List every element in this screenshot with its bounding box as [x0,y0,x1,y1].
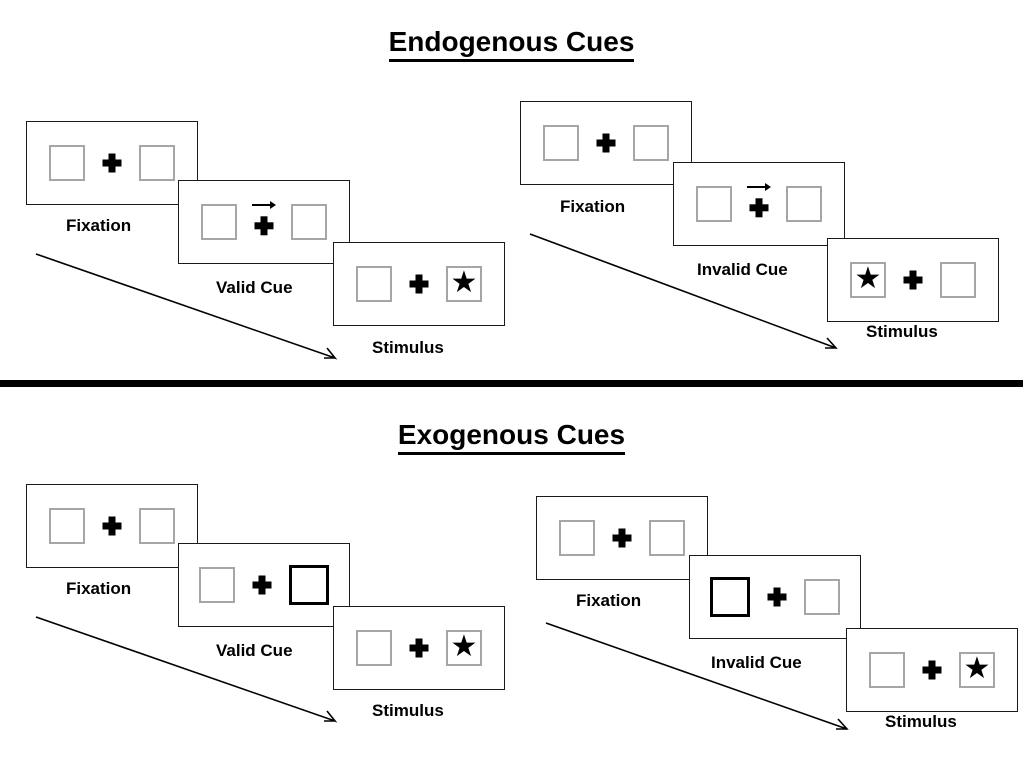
right-box [633,125,669,161]
fixation-cross-icon [767,587,787,607]
caption-exogenous-invalid-fixation: Fixation [576,591,642,610]
fixation-cross-icon [903,270,923,290]
fixation-cross-icon [596,133,616,153]
endogenous-valid-frame-stimulus: ★ [333,242,505,326]
right-box [649,520,685,556]
fixation-cross-column [746,182,772,226]
left-box [696,186,732,222]
right-box [940,262,976,298]
section-title-endogenous-text: Endogenous Cues [388,26,635,62]
caption-endogenous-invalid-fixation: Fixation [560,197,626,216]
fixation-cross-icon [612,528,632,548]
fixation-cross-column [99,141,125,185]
caption-endogenous-invalid-cue: Invalid Cue [697,260,788,279]
exogenous-valid-frame-fixation [26,484,198,568]
left-box [869,652,905,688]
fixation-cross-icon [102,516,122,536]
caption-endogenous-valid-stimulus: Stimulus [372,338,444,357]
caption-exogenous-valid-stimulus: Stimulus [372,701,444,720]
endogenous-valid-frame-cue [178,180,350,264]
exogenous-invalid-time-arrow [545,622,849,730]
star-target-icon: ★ [450,266,478,299]
section-title-endogenous: Endogenous Cues [0,26,1023,62]
right-box [139,508,175,544]
right-box [804,579,840,615]
fixation-cross-icon [749,198,769,218]
star-target-icon: ★ [963,652,991,685]
fixation-cross-column [251,200,277,244]
fixation-cross-column [609,516,635,560]
fixation-cross-icon [252,575,272,595]
exogenous-invalid-frame-stimulus: ★ [846,628,1018,712]
right-box-with-target: ★ [446,266,482,302]
arrow-cue-right-icon [252,201,276,210]
left-box [49,508,85,544]
left-box [201,204,237,240]
left-box [559,520,595,556]
endogenous-invalid-time-arrow [529,233,838,349]
left-box-with-target: ★ [850,262,886,298]
caption-endogenous-valid-fixation: Fixation [66,216,132,235]
endogenous-invalid-frame-cue [673,162,845,246]
fixation-cross-column [406,262,432,306]
caption-exogenous-invalid-stimulus: Stimulus [885,712,957,731]
right-box [786,186,822,222]
endogenous-invalid-frame-stimulus: ★ [827,238,999,322]
fixation-cross-icon [254,216,274,236]
fixation-cross-icon [409,274,429,294]
star-target-icon: ★ [854,262,882,295]
arrow-cue-right-icon [747,183,771,192]
fixation-cross-column [406,626,432,670]
caption-exogenous-invalid-cue: Invalid Cue [711,653,802,672]
exogenous-invalid-frame-fixation [536,496,708,580]
right-box-cued [289,565,329,605]
caption-exogenous-valid-cue: Valid Cue [216,641,293,660]
section-divider [0,380,1023,387]
exogenous-valid-frame-cue [178,543,350,627]
endogenous-invalid-frame-fixation [520,101,692,185]
caption-exogenous-valid-fixation: Fixation [66,579,132,598]
fixation-cross-icon [922,660,942,680]
fixation-cross-column [900,258,926,302]
caption-endogenous-invalid-stimulus: Stimulus [866,322,938,341]
right-box-with-target: ★ [959,652,995,688]
right-box [139,145,175,181]
fixation-cross-column [99,504,125,548]
exogenous-valid-time-arrow [35,616,338,723]
left-box [543,125,579,161]
left-box [199,567,235,603]
exogenous-valid-frame-stimulus: ★ [333,606,505,690]
fixation-cross-column [593,121,619,165]
section-title-exogenous: Exogenous Cues [0,419,1023,455]
fixation-cross-column [249,563,275,607]
section-title-exogenous-text: Exogenous Cues [397,419,626,455]
right-box [291,204,327,240]
fixation-cross-column [919,648,945,692]
left-box [49,145,85,181]
endogenous-valid-time-arrow [35,253,338,360]
caption-endogenous-valid-cue: Valid Cue [216,278,293,297]
fixation-cross-icon [102,153,122,173]
left-box-cued [710,577,750,617]
left-box [356,266,392,302]
endogenous-valid-frame-fixation [26,121,198,205]
exogenous-invalid-frame-cue [689,555,861,639]
right-box-with-target: ★ [446,630,482,666]
fixation-cross-column [764,575,790,619]
star-target-icon: ★ [450,630,478,663]
left-box [356,630,392,666]
fixation-cross-icon [409,638,429,658]
